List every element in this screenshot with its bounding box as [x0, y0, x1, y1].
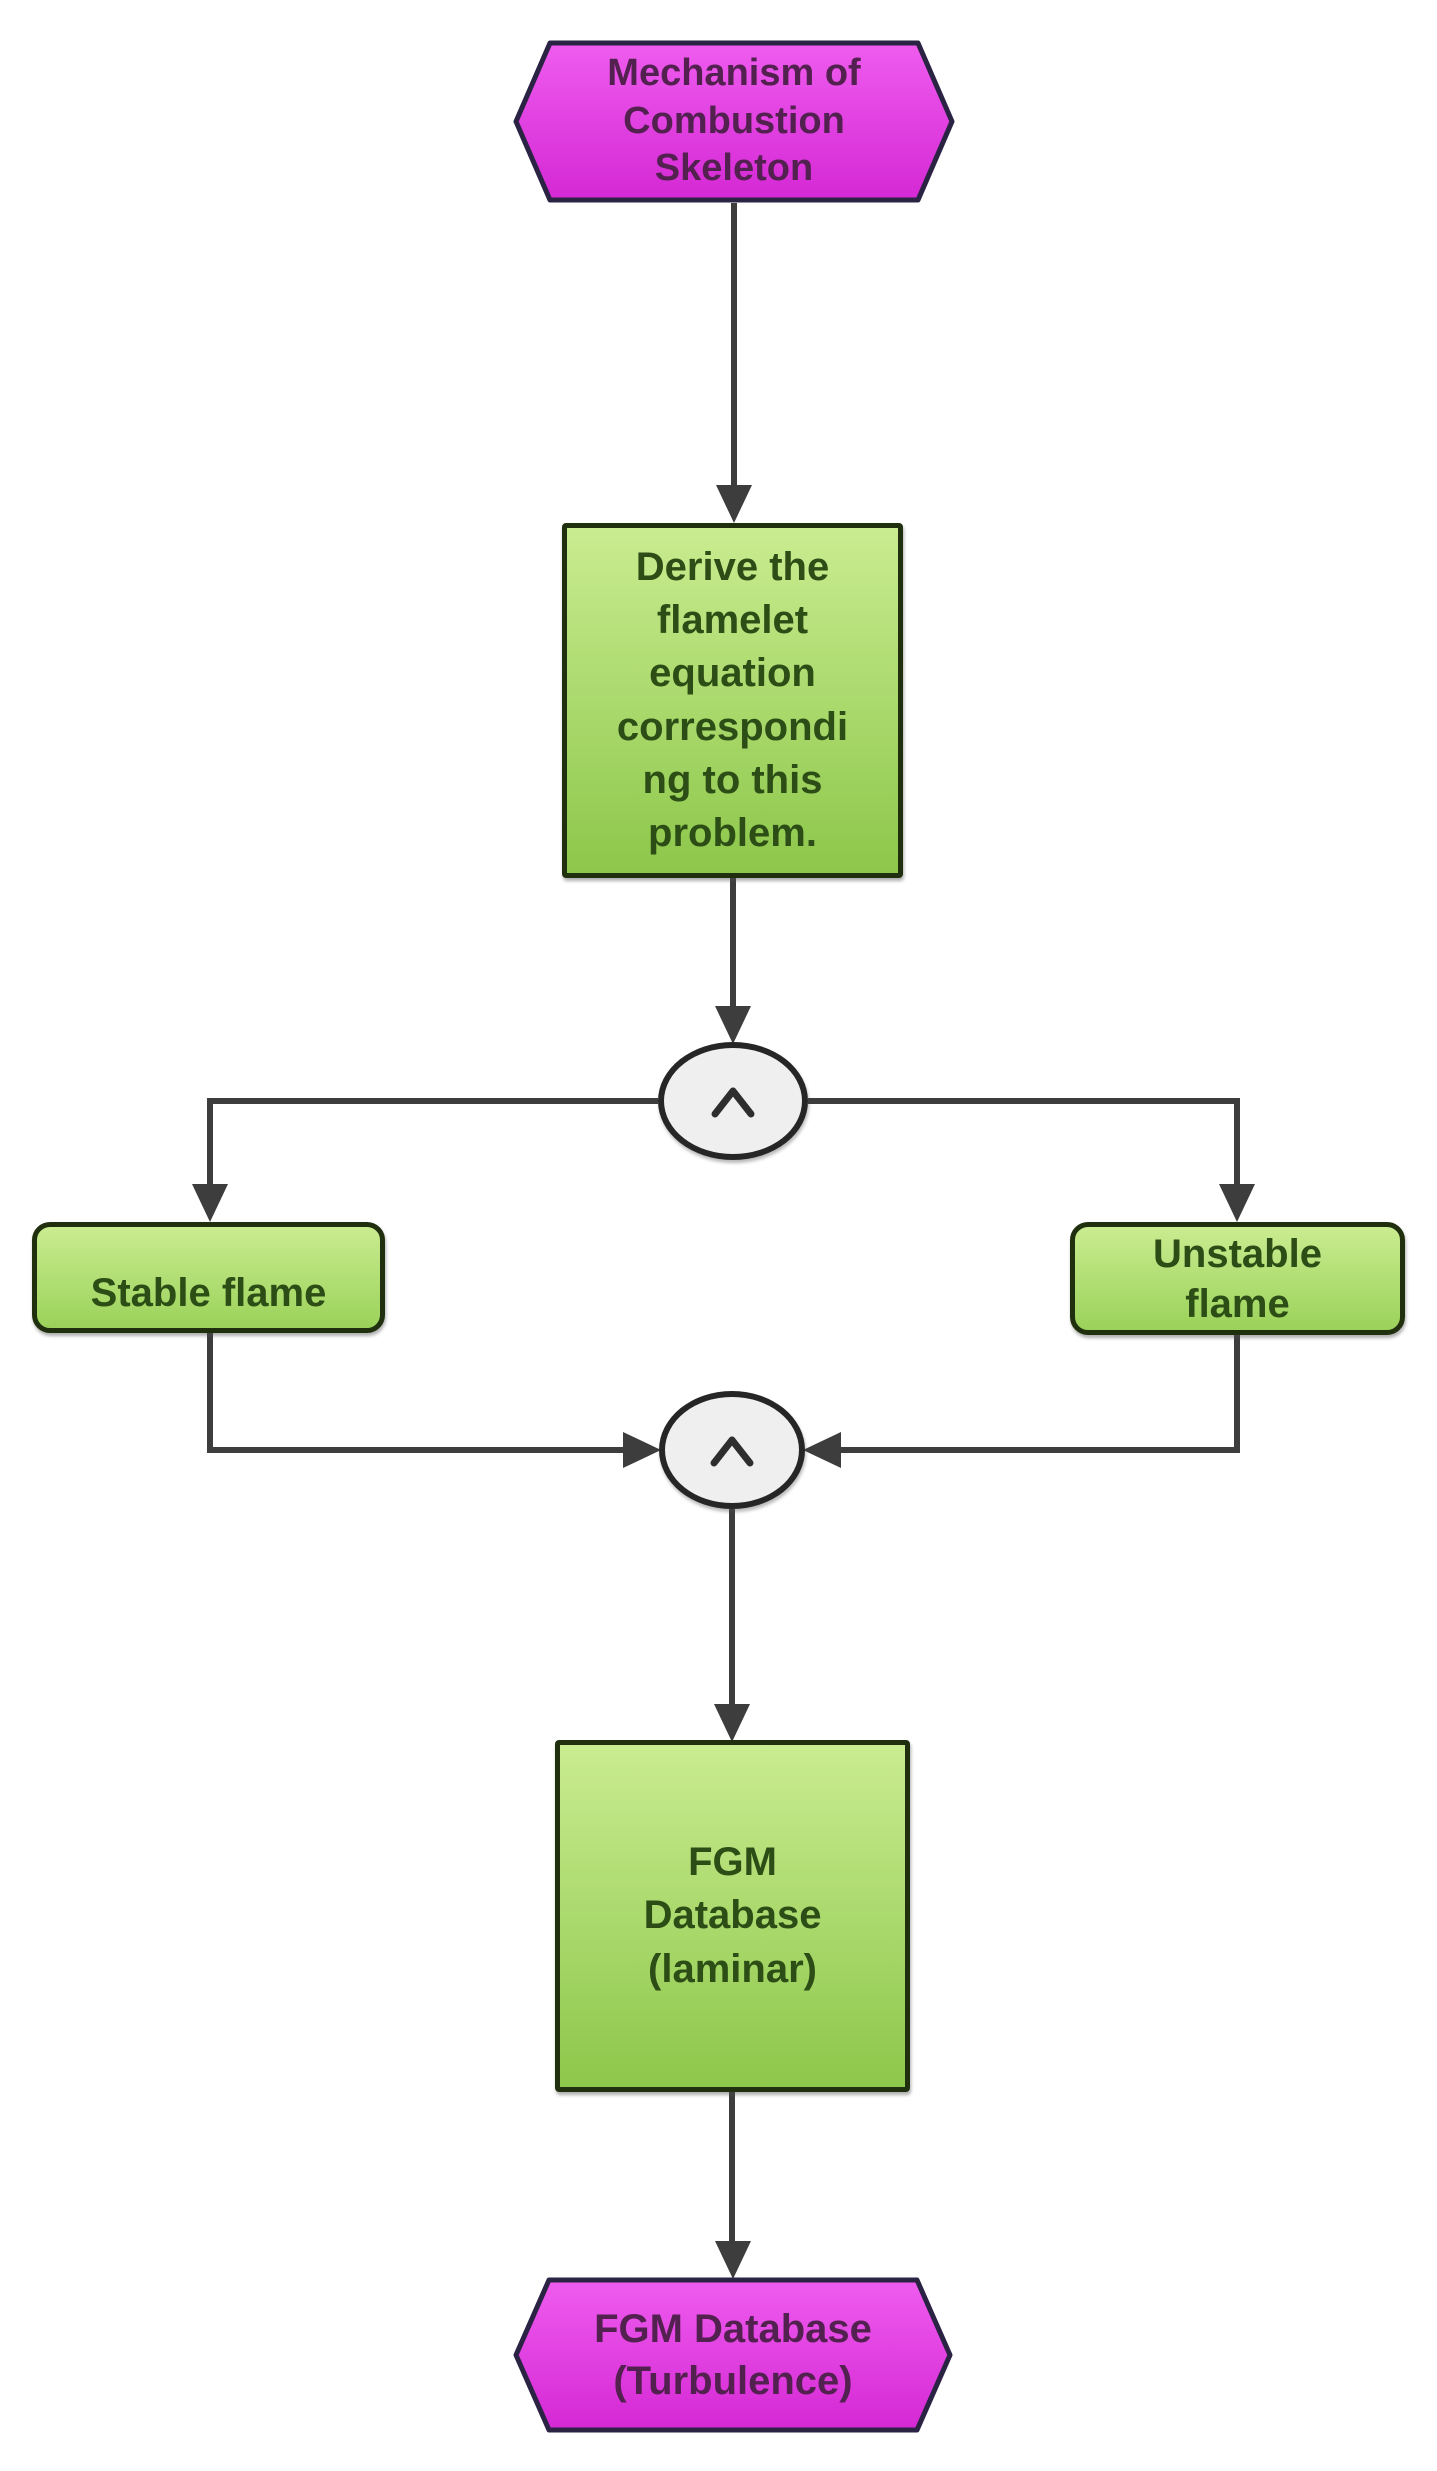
node-label: Stable flame	[90, 1271, 327, 1315]
edge-junction1-unstable	[808, 1098, 1255, 1222]
node-label: Derive the flamelet equation correspondi…	[616, 544, 849, 855]
edge-stable-junction2	[207, 1333, 661, 1468]
edge-start-derive	[716, 203, 752, 523]
node-fgm-database-laminar[interactable]: FGM Database (laminar)	[555, 1740, 910, 2092]
node-unstable-flame[interactable]: Unstable flame	[1070, 1222, 1405, 1335]
edge-laminar-turbulence	[715, 2092, 751, 2279]
edge-unstable-junction2	[803, 1335, 1240, 1468]
node-derive-flamelet-equation[interactable]: Derive the flamelet equation correspondi…	[562, 523, 903, 878]
node-label: Mechanism of Combustion Skeleton	[607, 51, 861, 190]
node-fgm-database-turbulence[interactable]: FGM Database (Turbulence)	[513, 2277, 953, 2433]
node-and-junction-1[interactable]	[658, 1042, 808, 1160]
node-mechanism-combustion-skeleton[interactable]: Mechanism of Combustion Skeleton	[513, 40, 955, 203]
edge-junction2-laminar	[714, 1509, 750, 1742]
node-label: FGM Database (laminar)	[643, 1840, 822, 1991]
hexagon-shape	[513, 40, 955, 203]
node-label: FGM Database (Turbulence)	[594, 2307, 872, 2403]
logical-and-icon	[710, 1436, 754, 1467]
edge-derive-junction1	[715, 878, 751, 1044]
node-and-junction-2[interactable]	[659, 1391, 805, 1509]
hexagon-shape	[513, 2277, 953, 2433]
node-stable-flame[interactable]: Stable flame	[32, 1222, 385, 1333]
logical-and-icon	[711, 1087, 755, 1118]
node-label: Unstable flame	[1153, 1231, 1322, 1326]
edge-junction1-stable	[192, 1098, 658, 1222]
